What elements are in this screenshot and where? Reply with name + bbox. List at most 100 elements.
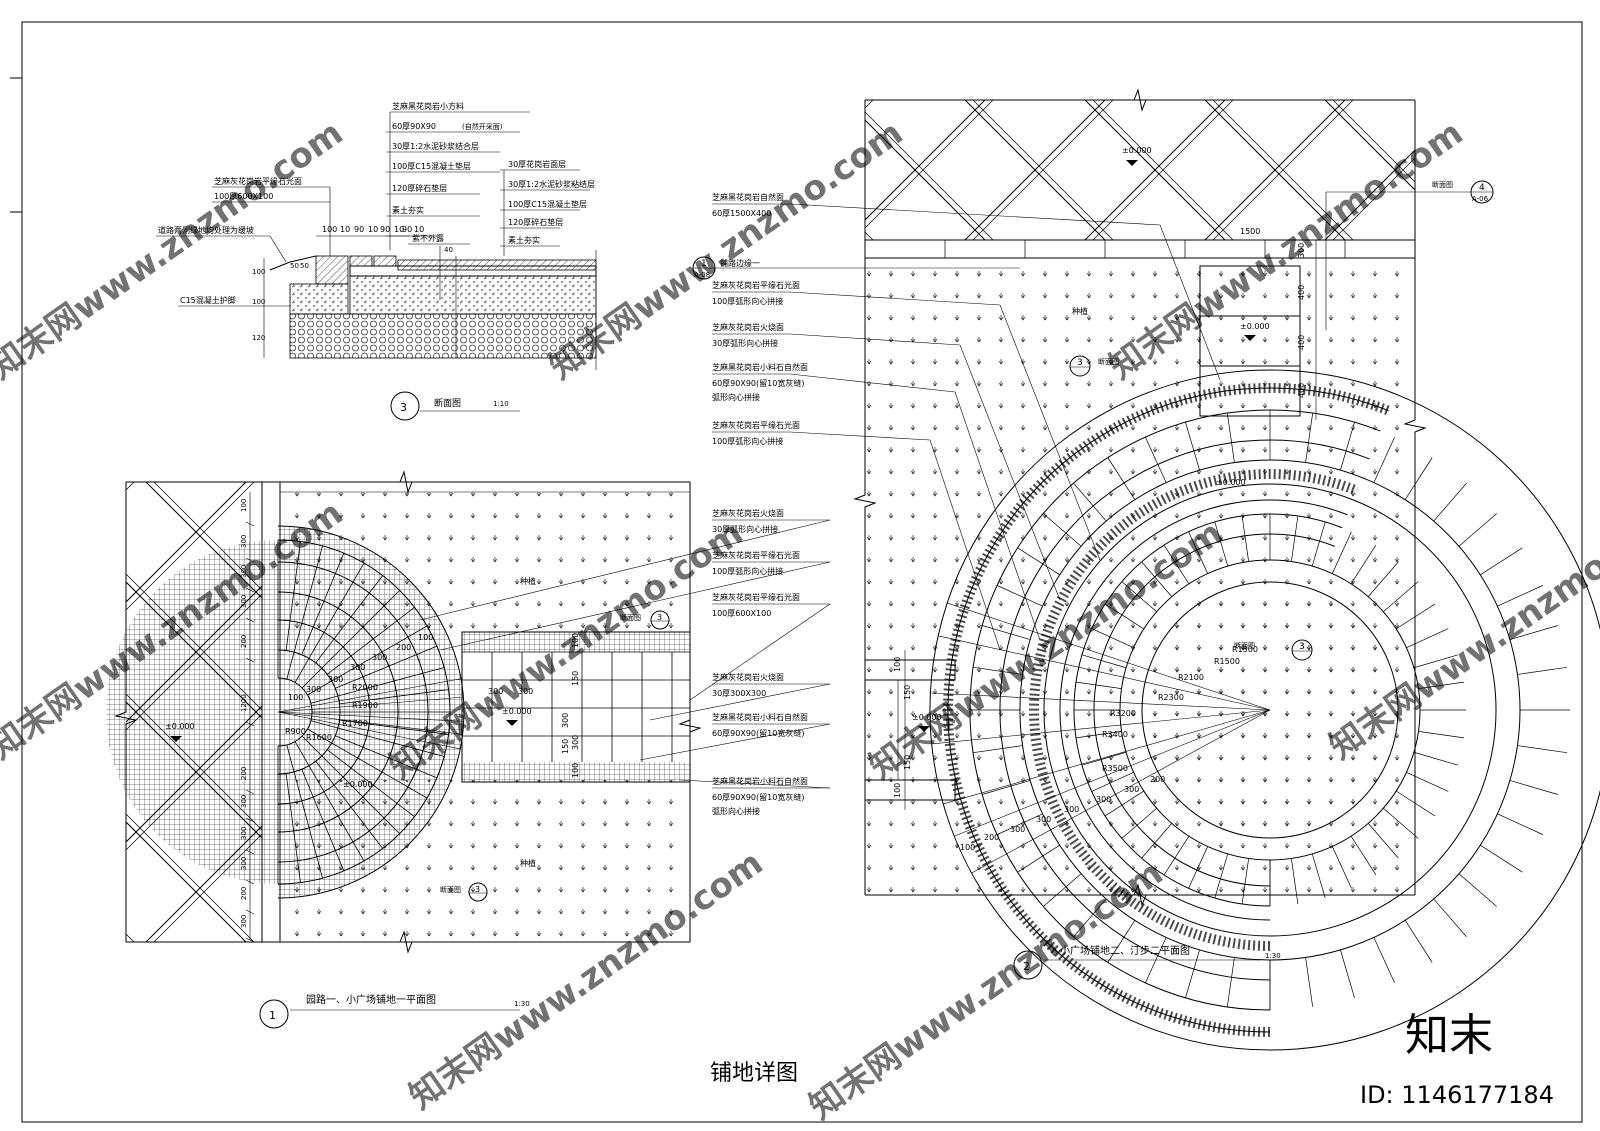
top2-dim-3: 400: [1297, 335, 1306, 350]
note-top-6: 素土夯实: [392, 205, 424, 215]
radius-1d: R1600: [306, 733, 332, 742]
note-top-1: 60厚90X90: [392, 122, 436, 131]
radius-2g: R1300: [1232, 645, 1258, 654]
path-dim-2: 300: [571, 735, 580, 750]
material-note-7: 芝麻灰花岗岩平缘石光面: [712, 592, 800, 602]
radius-1c: R1700: [342, 719, 368, 728]
material-note-spec-0: 60厚1500X400: [712, 209, 771, 218]
note-top-2: (自然开采面): [462, 122, 503, 131]
note-right-4: 素土夯实: [508, 235, 540, 245]
sec-ref-2c-num: 3: [1077, 358, 1083, 368]
material-note-5: 芝麻灰花岗岩火烧面: [712, 508, 784, 518]
note-left-0: 芝麻灰花岗岩平缘石光面: [214, 176, 302, 186]
arc2-dim-0: 100: [960, 843, 975, 852]
arc-dim-1: 300: [306, 685, 321, 694]
elev-2c: ±0.000: [1216, 478, 1246, 487]
plan-2-scale: 1:30: [1265, 952, 1281, 960]
arc-dim-2: 300: [328, 675, 343, 684]
arc-dim-3: 300: [350, 663, 365, 672]
path-dim-7: 300: [561, 713, 570, 728]
radius-2b: R3400: [1102, 730, 1128, 739]
gravel-base: [289, 313, 597, 359]
radius-2c: R3200: [1110, 709, 1136, 718]
elev-1c: ±0.000: [343, 780, 373, 789]
left-dim: 300: [240, 857, 248, 870]
elev-2a: ±0.000: [1122, 146, 1152, 155]
arc-dim-5: 200: [396, 643, 411, 652]
plan-1-scale: 1:30: [514, 1000, 530, 1008]
dim-top-5: 10: [394, 225, 404, 234]
path2-dim-2: 100: [893, 657, 902, 672]
dim-40: 40: [444, 246, 453, 254]
material-note-spec-2: 30厚弧形向心拼接: [712, 338, 778, 348]
arc2-dim-1: 200: [984, 833, 999, 842]
left-dim: 300: [240, 827, 248, 840]
plan-1-num: 1: [269, 1009, 276, 1022]
label-grass: 紫不外露: [412, 233, 444, 243]
note-left-3: C15混凝土护脚: [180, 295, 236, 305]
plan-1-title: 园路一、小广场铺地一平面图: [306, 993, 436, 1006]
dim-left-1: 50: [300, 262, 309, 270]
sec-ref-2b-num: 1: [701, 259, 707, 269]
path-dim-1: 300: [518, 687, 533, 696]
plan-2: ±0.000 ±0.000 ±0.000 ±0.000 种植 R3500 R34…: [692, 88, 1600, 1051]
elev-1b: ±0.000: [502, 707, 532, 716]
concrete-footing: [289, 283, 349, 315]
radius-1e: R900: [285, 727, 306, 736]
plant-1b: 种植: [520, 858, 536, 868]
radius-2f: R1500: [1214, 657, 1240, 666]
granite-surface: [397, 259, 597, 271]
curb-stone: [315, 255, 349, 285]
material-note-1: 芝麻灰花岗岩平缘石光面: [712, 280, 800, 290]
path-dim-0: 300: [488, 687, 503, 696]
plan-1: ±0.000 ±0.000 ±0.000 种植 种植 R2000 R1900 R…: [106, 470, 702, 1029]
dim-top-7: 10: [414, 225, 424, 234]
section-3-title: 断面图: [434, 397, 461, 409]
material-note-8: 芝麻灰花岗岩火烧面: [712, 672, 784, 682]
arc2-dim-5: 300: [1096, 795, 1111, 804]
left-dim: 300: [240, 565, 248, 578]
dim-top-4: 90: [380, 225, 390, 234]
brand-logo: 知末: [1405, 1010, 1493, 1061]
section-3-num: 3: [400, 401, 407, 414]
note-top-4: 100厚C15混凝土垫层: [392, 161, 471, 171]
material-note-9: 芝麻黑花岗岩小料石自然面: [712, 712, 808, 722]
dim-left-3: 100: [252, 298, 265, 306]
concrete-base: [349, 275, 597, 315]
sec-ref-2b-sheet: A-08: [694, 271, 710, 279]
arc-dim-4: 300: [372, 653, 387, 662]
left-dim: 1200: [240, 694, 248, 712]
note-top-3: 30厚1:2水泥砂浆结合层: [392, 141, 479, 151]
dim-top-1: 10: [340, 225, 350, 234]
circular-plaza: [929, 369, 1600, 1051]
sec-ref-2a-num: 4: [1479, 183, 1485, 193]
elev-2b: ±0.000: [1240, 322, 1270, 331]
radius-2d: R2300: [1158, 693, 1184, 702]
dim-top-2: 90: [354, 225, 364, 234]
path-dim-4: 150: [561, 739, 570, 754]
material-note-2: 芝麻灰花岗岩火烧面: [712, 322, 784, 332]
arc2-dim-2: 300: [1010, 825, 1025, 834]
sec-ref-1b-num: 3: [475, 885, 480, 894]
elev-2d: ±0.000: [912, 713, 942, 722]
drawing-title: 铺地详图: [710, 1061, 798, 1086]
material-note-10: 芝麻黑花岗岩小料石自然面: [712, 776, 808, 786]
material-note-spec-6: 100厚弧形向心拼接: [712, 566, 783, 576]
path2-dim-1: 150: [903, 755, 912, 770]
top2-dim-2: 400: [1297, 285, 1306, 300]
dim-top-0: 100: [322, 225, 337, 234]
note-right-0: 30厚花岗岩面层: [508, 159, 566, 169]
arc-dim-6: 100: [418, 633, 433, 642]
left-dim: 100: [240, 499, 248, 512]
plan-2-title: 小广场铺地二、汀步二平面图: [1060, 944, 1190, 957]
curb-label: 铺路边缘一: [720, 258, 760, 268]
sec-ref-2a-sheet: A-06: [1472, 195, 1489, 203]
material-note-spec-8: 30厚300X300: [712, 689, 766, 698]
arc-dim-0: 100: [288, 693, 303, 702]
arc2-dim-3: 300: [1036, 815, 1051, 824]
plan-2-bubble: [1013, 950, 1043, 980]
material-note-spec-4: 100厚弧形向心拼接: [712, 436, 783, 446]
material-note-spec-5: 30厚弧形向心拼接: [712, 524, 778, 534]
radius-2a: R3500: [1102, 764, 1128, 773]
plant-1a: 种植: [520, 576, 536, 586]
